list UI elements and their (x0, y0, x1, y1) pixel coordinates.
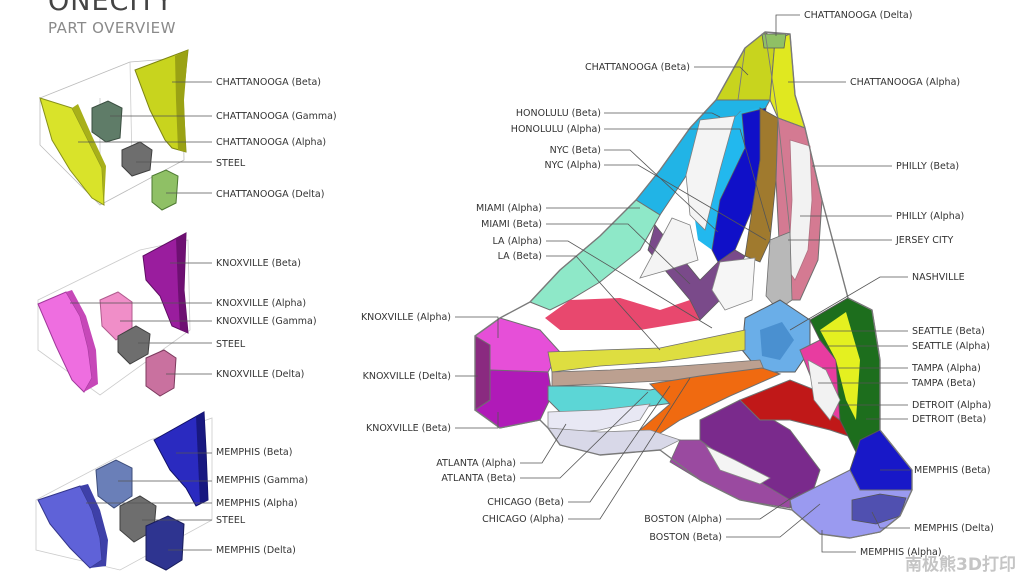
asm-label-chicago-alpha: CHICAGO (Alpha) (482, 514, 564, 525)
memphis-exploded-group: MEMPHIS (Beta) MEMPHIS (Gamma) MEMPHIS (… (35, 411, 308, 571)
assembly-labels-right: CHATTANOOGA (Delta) CHATTANOOGA (Alpha) … (804, 10, 994, 558)
asm-label-boston-beta: BOSTON (Beta) (649, 532, 722, 543)
asm-label-honolulu-alpha: HONOLULU (Alpha) (511, 124, 601, 135)
asm-label-atlanta-beta: ATLANTA (Beta) (441, 473, 516, 484)
knoxville-alpha-part (37, 291, 93, 393)
asm-label-tampa-beta: TAMPA (Beta) (911, 378, 976, 389)
chattanooga-exploded-group: CHATTANOOGA (Beta) CHATTANOOGA (Gamma) C… (39, 49, 337, 211)
assembly-leaders-left (455, 66, 821, 538)
part-chattanooga-strut (547, 329, 746, 373)
label-memphis-gamma: MEMPHIS (Gamma) (216, 475, 308, 486)
asm-label-tampa-alpha: TAMPA (Alpha) (911, 363, 981, 374)
steel-part-2 (117, 325, 151, 365)
page-title: ONECITY (48, 0, 174, 17)
label-memphis-delta: MEMPHIS (Delta) (216, 545, 296, 556)
label-steel-1: STEEL (216, 158, 246, 169)
asm-label-memphis-delta: MEMPHIS (Delta) (914, 523, 994, 534)
memphis-delta-part (145, 515, 185, 571)
label-memphis-alpha: MEMPHIS (Alpha) (216, 498, 298, 509)
label-steel-3: STEEL (216, 515, 246, 526)
steel-part-1 (121, 141, 153, 177)
watermark: 南极熊3D打印 (905, 555, 1016, 575)
assembly-labels-left: CHATTANOOGA (Beta) HONOLULU (Beta) HONOL… (361, 62, 722, 543)
asm-label-chicago-beta: CHICAGO (Beta) (487, 497, 564, 508)
label-chattanooga-beta: CHATTANOOGA (Beta) (216, 77, 321, 88)
assembly-leaders-right (775, 14, 910, 553)
memphis-gamma-part (95, 459, 133, 509)
asm-label-miami-beta: MIAMI (Beta) (481, 219, 542, 230)
label-knoxville-delta: KNOXVILLE (Delta) (216, 369, 304, 380)
part-knoxville-delta (474, 335, 491, 411)
chattanooga-delta-part (151, 169, 179, 211)
label-steel-2: STEEL (216, 339, 246, 350)
asm-label-knoxville-beta: KNOXVILLE (Beta) (366, 423, 451, 434)
asm-label-seattle-alpha: SEATTLE (Alpha) (912, 341, 990, 352)
asm-label-philly-beta: PHILLY (Beta) (896, 161, 959, 172)
asm-label-atlanta-alpha: ATLANTA (Alpha) (436, 458, 516, 469)
asm-label-memphis-alpha: MEMPHIS (Alpha) (860, 547, 942, 558)
assembled-sculpture (474, 31, 913, 539)
asm-label-boston-alpha: BOSTON (Alpha) (644, 514, 722, 525)
asm-label-knoxville-alpha: KNOXVILLE (Alpha) (361, 312, 451, 323)
asm-label-chattanooga-delta: CHATTANOOGA (Delta) (804, 10, 912, 21)
asm-label-nyc-beta: NYC (Beta) (550, 145, 601, 156)
asm-label-nyc-alpha: NYC (Alpha) (545, 160, 601, 171)
asm-label-memphis-beta: MEMPHIS (Beta) (914, 465, 990, 476)
chattanooga-gamma-part (91, 100, 123, 143)
asm-label-seattle-beta: SEATTLE (Beta) (912, 326, 985, 337)
part-chicago (639, 367, 782, 441)
label-chattanooga-alpha: CHATTANOOGA (Alpha) (216, 137, 326, 148)
part-memphis-delta (851, 493, 907, 525)
asm-label-la-alpha: LA (Alpha) (493, 236, 542, 247)
asm-label-nashville: NASHVILLE (912, 272, 965, 283)
asm-label-philly-alpha: PHILLY (Alpha) (896, 211, 964, 222)
asm-label-miami-alpha: MIAMI (Alpha) (476, 203, 542, 214)
part-miami (529, 199, 661, 311)
label-memphis-beta: MEMPHIS (Beta) (216, 447, 292, 458)
label-knoxville-beta: KNOXVILLE (Beta) (216, 258, 301, 269)
asm-label-jersey-city: JERSEY CITY (895, 235, 953, 246)
label-knoxville-gamma: KNOXVILLE (Gamma) (216, 316, 317, 327)
knoxville-delta-part (145, 349, 177, 397)
asm-label-honolulu-beta: HONOLULU (Beta) (516, 108, 601, 119)
label-chattanooga-gamma: CHATTANOOGA (Gamma) (216, 111, 337, 122)
knoxville-exploded-group: KNOXVILLE (Beta) KNOXVILLE (Alpha) KNOXV… (37, 232, 317, 397)
part-chattanooga-delta (761, 33, 787, 49)
asm-label-chattanooga-beta: CHATTANOOGA (Beta) (585, 62, 690, 73)
label-knoxville-alpha: KNOXVILLE (Alpha) (216, 298, 306, 309)
part-jersey-city (765, 231, 793, 311)
asm-label-detroit-beta: DETROIT (Beta) (912, 414, 986, 425)
asm-label-chattanooga-alpha: CHATTANOOGA (Alpha) (850, 77, 960, 88)
label-chattanooga-delta: CHATTANOOGA (Delta) (216, 189, 324, 200)
asm-label-detroit-alpha: DETROIT (Alpha) (912, 400, 991, 411)
page-subtitle: PART OVERVIEW (48, 19, 176, 37)
asm-label-la-beta: LA (Beta) (498, 251, 542, 262)
asm-label-knoxville-delta: KNOXVILLE (Delta) (363, 371, 451, 382)
